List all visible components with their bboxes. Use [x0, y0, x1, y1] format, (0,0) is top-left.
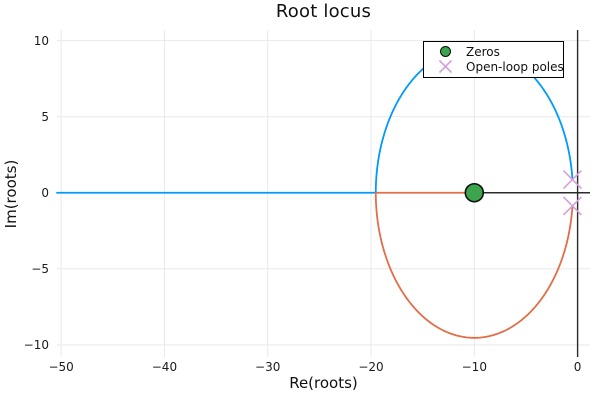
pole-marker	[562, 196, 583, 216]
legend-label-open-loop-poles: Open-loop poles	[466, 59, 564, 74]
circle-icon	[437, 46, 454, 57]
y-tick-label: −10	[23, 337, 49, 352]
y-tick-label: 10	[33, 33, 49, 48]
x-cross-icon	[437, 59, 454, 74]
legend-label-zeros: Zeros	[466, 44, 500, 59]
y-tick-label: 0	[41, 185, 49, 200]
chart-title: Root locus	[275, 1, 372, 22]
legend-item-open-loop-poles: Open-loop poles	[437, 59, 564, 74]
x-tick-label: −10	[461, 360, 487, 374]
pole-marker	[562, 170, 583, 190]
x-tick-label: −40	[151, 360, 178, 374]
zero-marker	[464, 182, 485, 203]
legend-item-zeros: Zeros	[437, 44, 559, 59]
legend: Zeros Open-loop poles	[423, 41, 564, 78]
y-tick-label: 5	[41, 109, 49, 124]
x-tick-label: −50	[48, 360, 74, 374]
x-tick-label: −30	[255, 360, 281, 374]
x-tick-label: −20	[358, 360, 384, 374]
x-tick-label: 0	[573, 360, 582, 374]
locus-branch-lower	[374, 191, 574, 339]
y-tick-label: −5	[31, 261, 49, 276]
x-axis-label: Re(roots)	[289, 374, 358, 392]
